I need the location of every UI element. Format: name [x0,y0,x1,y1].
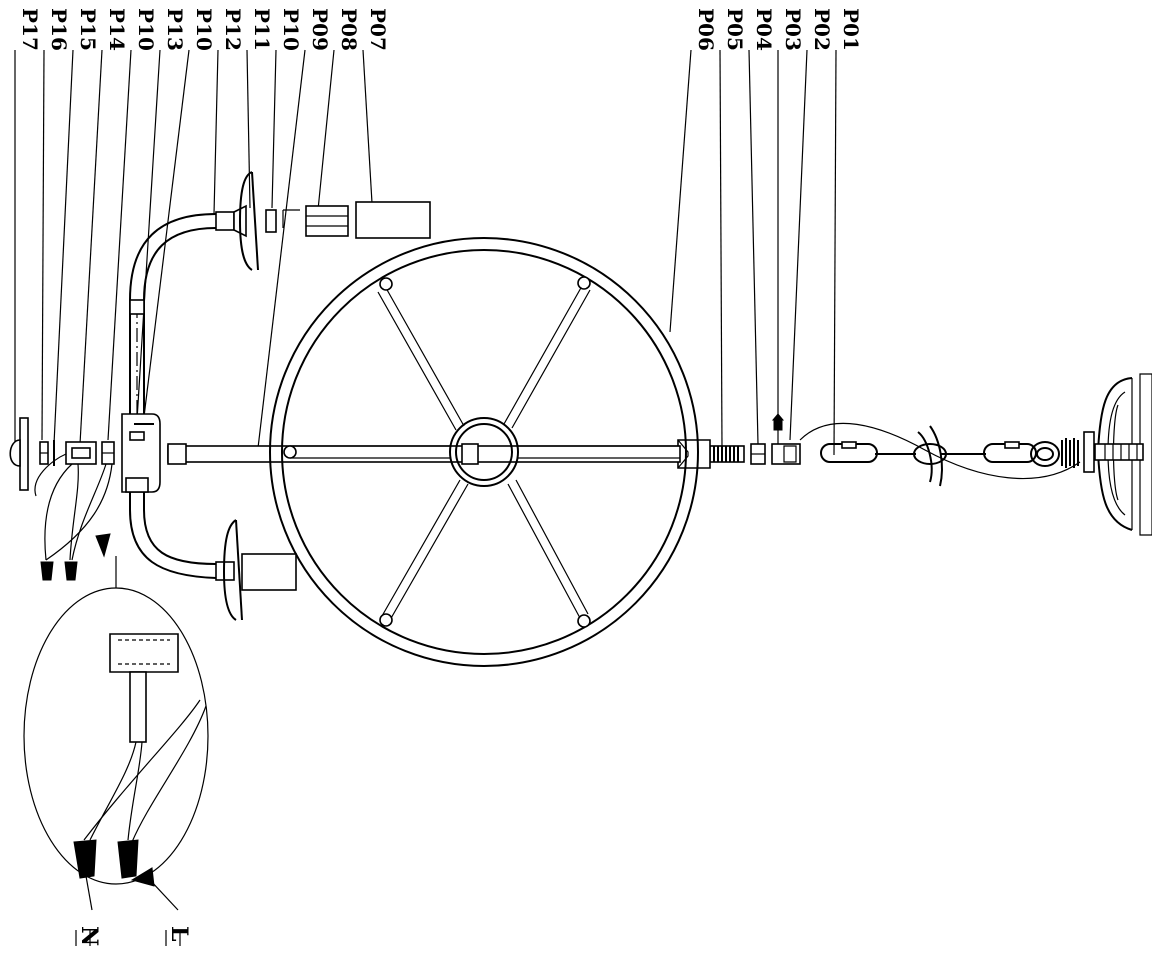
label-p12: P12 [221,8,245,51]
leader-p05 [719,49,723,449]
leader-p10a [271,49,277,209]
wire-labels: L N [75,926,192,946]
leader-p04 [748,49,759,445]
label-p13: P13 [163,8,187,51]
ceiling-canopy [1061,373,1152,536]
leader-p08 [317,49,335,211]
label-p16: P16 [47,8,71,51]
leader-p10c [107,49,132,441]
label-p02: P02 [810,8,834,51]
decorative-ring [269,237,699,667]
label-p17: P17 [18,8,42,51]
leader-p06 [669,49,692,333]
chain [799,422,1081,487]
upper-arm [129,171,431,414]
part-labels: P01 P02 P03 P04 P05 P06 P07 P08 P09 P10 … [18,8,863,51]
label-p07: P07 [366,8,390,51]
label-p04: P04 [752,8,776,51]
leader-p16 [41,49,45,441]
leader-p02 [789,49,808,441]
hook-assembly [677,413,801,469]
leader-p07 [362,49,373,204]
label-p05: P05 [723,8,747,51]
leader-p12 [213,49,219,215]
live-wire-label: L [166,926,192,941]
wiring-detail-callout [23,556,209,911]
wire-connector-parts [9,417,115,581]
leader-p01 [833,49,837,456]
leader-p14 [79,49,103,445]
leader-p15 [53,49,74,445]
lower-arm [129,492,297,621]
junction-box [121,413,161,493]
label-p14: P14 [105,8,129,51]
label-p10-b: P10 [192,8,216,51]
label-p01: P01 [839,8,863,51]
label-p08: P08 [337,8,361,51]
label-p15: P15 [76,8,100,51]
label-p11: P11 [250,8,274,51]
label-p10-c: P10 [134,8,158,51]
label-p09: P09 [308,8,332,51]
leader-p13 [136,49,161,421]
label-p03: P03 [781,8,805,51]
label-p10-a: P10 [279,8,303,51]
label-p06: P06 [694,8,718,51]
neutral-wire-label: N [76,926,102,946]
leader-p09 [257,49,306,449]
main-rod [167,443,681,465]
leader-p11 [246,49,251,209]
